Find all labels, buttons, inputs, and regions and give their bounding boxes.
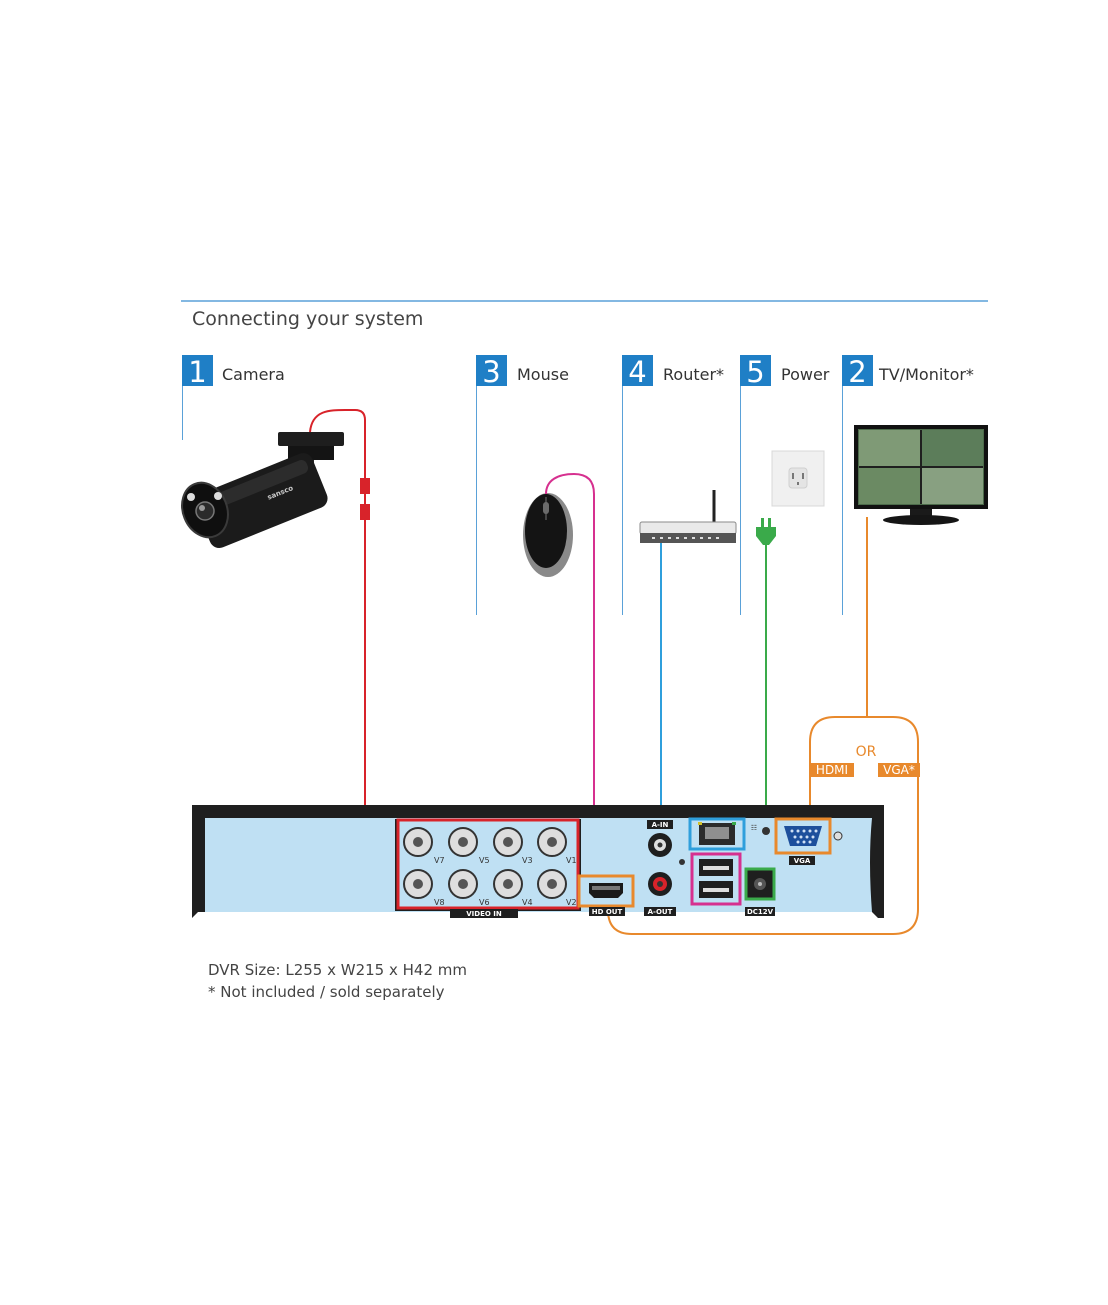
video-in-label: VIDEO IN: [466, 910, 502, 918]
camera-lens: [195, 501, 215, 521]
step-number: 1: [188, 355, 206, 389]
dc-power-port-icon[interactable]: [744, 867, 776, 901]
channel-label: V7: [434, 856, 445, 865]
channel-label: V8: [434, 898, 445, 907]
ground-screw-icon: [762, 827, 770, 835]
ir-led: [214, 492, 222, 500]
step-label: Mouse: [517, 365, 569, 384]
footnote: * Not included / sold separately: [208, 983, 445, 1001]
or-label: OR: [856, 744, 877, 760]
dvr-recorder: V7 V5 V3 V1 V8 V6 V4 V2 VIDEO IN HD OUT …: [192, 805, 884, 918]
bnc-row-bottom: [403, 869, 567, 899]
camera-cable: [309, 409, 398, 839]
plug-body: [756, 527, 776, 545]
vga-tag-label: VGA*: [883, 763, 915, 777]
camera-mount-plate: [278, 432, 344, 446]
step-number-box: [740, 355, 771, 386]
a-in-label: A-IN: [652, 821, 669, 829]
monitor-neck: [910, 509, 932, 517]
step-number: 4: [628, 355, 646, 389]
step-label: Router*: [663, 365, 724, 384]
bnc-row-top: [403, 827, 567, 857]
cable-connector: [360, 504, 370, 520]
step-number-box: [622, 355, 653, 386]
router-icon: [639, 490, 737, 543]
step-mouse: 3 Mouse: [476, 355, 569, 615]
step-number: 5: [746, 355, 764, 389]
a-in-tag: [647, 820, 673, 829]
mouse-icon: [523, 493, 573, 577]
vga-tag: [878, 763, 920, 777]
dc12v-tag: [745, 907, 775, 916]
camera-view: [859, 468, 920, 504]
camera-icon: sansco: [181, 432, 344, 549]
hdmi-tag: [810, 763, 854, 777]
channel-label: V2: [566, 898, 577, 907]
vga-tag: [789, 856, 815, 865]
step-number-box: [842, 355, 873, 386]
camera-view: [922, 430, 983, 466]
reset-pinhole: [679, 859, 685, 865]
cable-connector: [360, 478, 370, 494]
a-out-label: A-OUT: [648, 908, 673, 916]
step-label: Camera: [222, 365, 285, 384]
page-title: Connecting your system: [192, 308, 423, 330]
monitor-stand: [883, 515, 959, 525]
step-number: 2: [848, 355, 866, 389]
step-number-box: [182, 355, 213, 386]
dvr-size-note: DVR Size: L255 x W215 x H42 mm: [208, 961, 467, 979]
video-in-tag: [450, 909, 518, 918]
channel-label: V5: [479, 856, 490, 865]
router-front: [640, 533, 736, 543]
mouse-body: [525, 494, 567, 568]
scroll-wheel-icon: [543, 502, 549, 514]
network-cable: [660, 543, 690, 829]
dc12v-label: DC12V: [747, 908, 774, 916]
monitor-icon: [854, 425, 988, 525]
camera-highlight: [202, 460, 309, 512]
hdmi-port-icon[interactable]: [589, 883, 623, 898]
step-number: 3: [482, 355, 500, 389]
channel-label: V3: [522, 856, 533, 865]
router-top: [639, 521, 737, 535]
vga-port-label: VGA: [794, 857, 811, 865]
network-symbol-icon: ☷: [751, 824, 757, 832]
step-label: TV/Monitor*: [878, 365, 974, 384]
camera-view: [922, 468, 983, 504]
step-monitor: 2 TV/Monitor*: [842, 355, 974, 615]
hdmi-tag-label: HDMI: [816, 763, 848, 777]
lens-glint: [199, 505, 205, 511]
step-router: 4 Router*: [622, 355, 724, 615]
camera-view: [859, 430, 920, 466]
channel-label: V6: [479, 898, 490, 907]
step-number-box: [476, 355, 507, 386]
display-cable-loop: [607, 716, 919, 935]
wall-outlet-icon: [771, 450, 825, 507]
channel-label: V1: [566, 856, 577, 865]
ir-led: [187, 493, 195, 501]
hd-out-label: HD OUT: [592, 908, 623, 916]
vga-screw: [833, 831, 843, 841]
step-power: 5 Power: [740, 355, 830, 615]
channel-label: V4: [522, 898, 533, 907]
a-out-tag: [644, 907, 676, 916]
hd-out-tag: [589, 907, 625, 916]
power-plug-icon: [756, 518, 776, 545]
step-camera: 1 Camera: [182, 355, 285, 440]
step-label: Power: [781, 365, 830, 384]
